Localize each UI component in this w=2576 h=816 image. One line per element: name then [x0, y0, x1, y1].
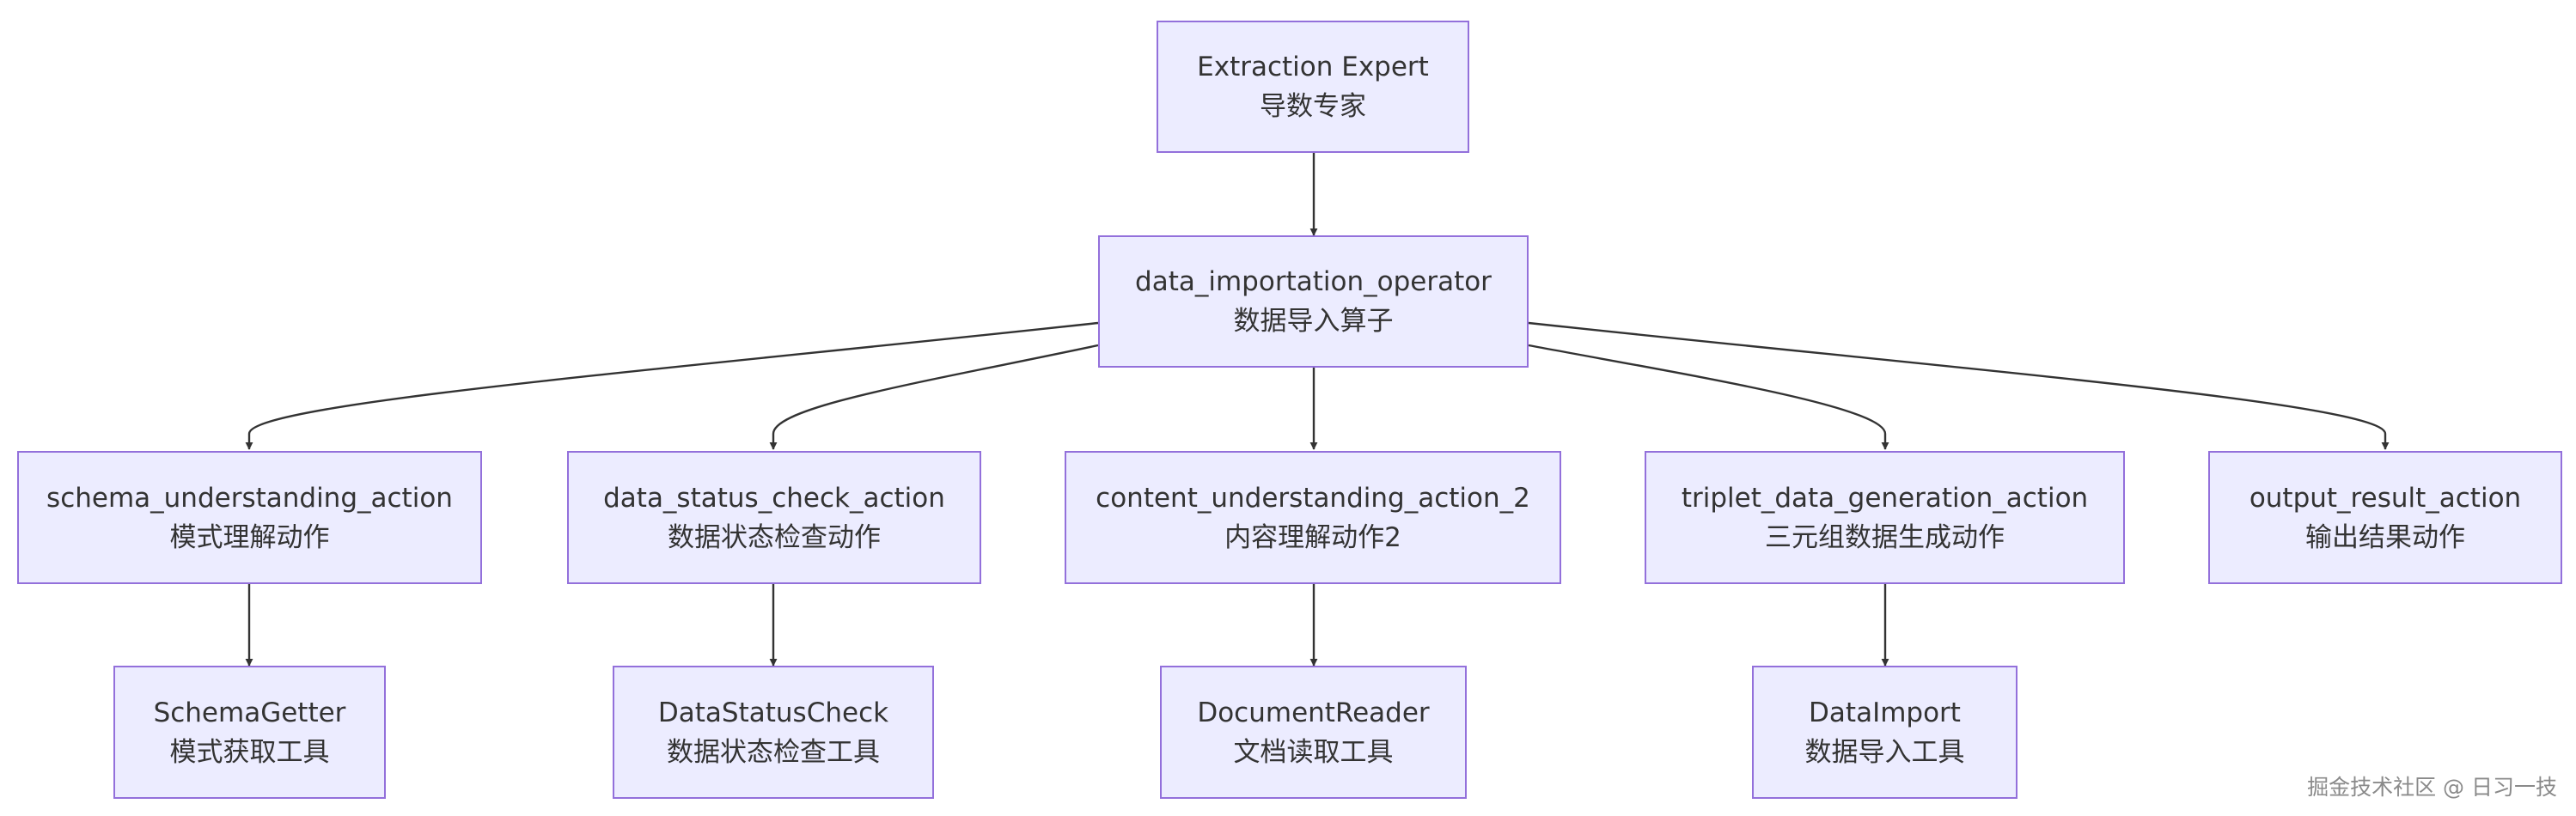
node-subtitle: 数据导入工具 — [1804, 736, 1965, 768]
node-title: SchemaGetter — [153, 697, 346, 728]
node-output-result-action[interactable]: output_result_action 输出结果动作 — [2208, 451, 2562, 584]
node-triplet-data-generation-action[interactable]: triplet_data_generation_action 三元组数据生成动作 — [1645, 451, 2125, 584]
node-title: output_result_action — [2249, 482, 2522, 514]
node-subtitle: 数据导入算子 — [1233, 306, 1394, 337]
edge-operator-to-status-action — [769, 344, 1099, 450]
node-subtitle: 数据状态检查动作 — [668, 521, 881, 553]
node-data-status-check[interactable]: DataStatusCheck 数据状态检查工具 — [613, 666, 934, 799]
node-subtitle: 模式获取工具 — [169, 736, 330, 768]
node-extraction-expert[interactable]: Extraction Expert 导数专家 — [1157, 21, 1469, 153]
node-subtitle: 输出结果动作 — [2305, 521, 2465, 553]
node-subtitle: 内容理解动作2 — [1224, 521, 1401, 553]
node-data-status-check-action[interactable]: data_status_check_action 数据状态检查动作 — [567, 451, 981, 584]
node-title: DocumentReader — [1197, 697, 1430, 728]
edge-operator-to-schema-action — [245, 321, 1099, 450]
node-subtitle: 三元组数据生成动作 — [1765, 521, 2005, 553]
node-document-reader[interactable]: DocumentReader 文档读取工具 — [1160, 666, 1467, 799]
node-schema-getter[interactable]: SchemaGetter 模式获取工具 — [113, 666, 386, 799]
node-schema-understanding-action[interactable]: schema_understanding_action 模式理解动作 — [17, 451, 482, 584]
node-data-importation-operator[interactable]: data_importation_operator 数据导入算子 — [1098, 235, 1529, 368]
watermark: 掘金技术社区 @ 日习一技 — [2307, 775, 2557, 800]
node-title: Extraction Expert — [1197, 52, 1429, 82]
node-content-understanding-action-2[interactable]: content_understanding_action_2 内容理解动作2 — [1065, 451, 1561, 584]
node-title: schema_understanding_action — [46, 482, 453, 514]
node-subtitle: 文档读取工具 — [1233, 736, 1394, 768]
edge-operator-to-output-action — [1528, 321, 2390, 450]
node-title: data_importation_operator — [1135, 266, 1492, 297]
edge-operator-to-triplet-action — [1528, 344, 1889, 450]
node-subtitle: 数据状态检查工具 — [667, 736, 880, 768]
node-subtitle: 导数专家 — [1260, 91, 1366, 122]
node-title: content_understanding_action_2 — [1096, 482, 1530, 514]
node-title: triplet_data_generation_action — [1681, 482, 2089, 514]
node-data-import[interactable]: DataImport 数据导入工具 — [1752, 666, 2017, 799]
node-title: DataStatusCheck — [657, 697, 889, 728]
node-title: data_status_check_action — [603, 482, 945, 514]
node-subtitle: 模式理解动作 — [169, 521, 330, 553]
node-title: DataImport — [1809, 697, 1961, 728]
